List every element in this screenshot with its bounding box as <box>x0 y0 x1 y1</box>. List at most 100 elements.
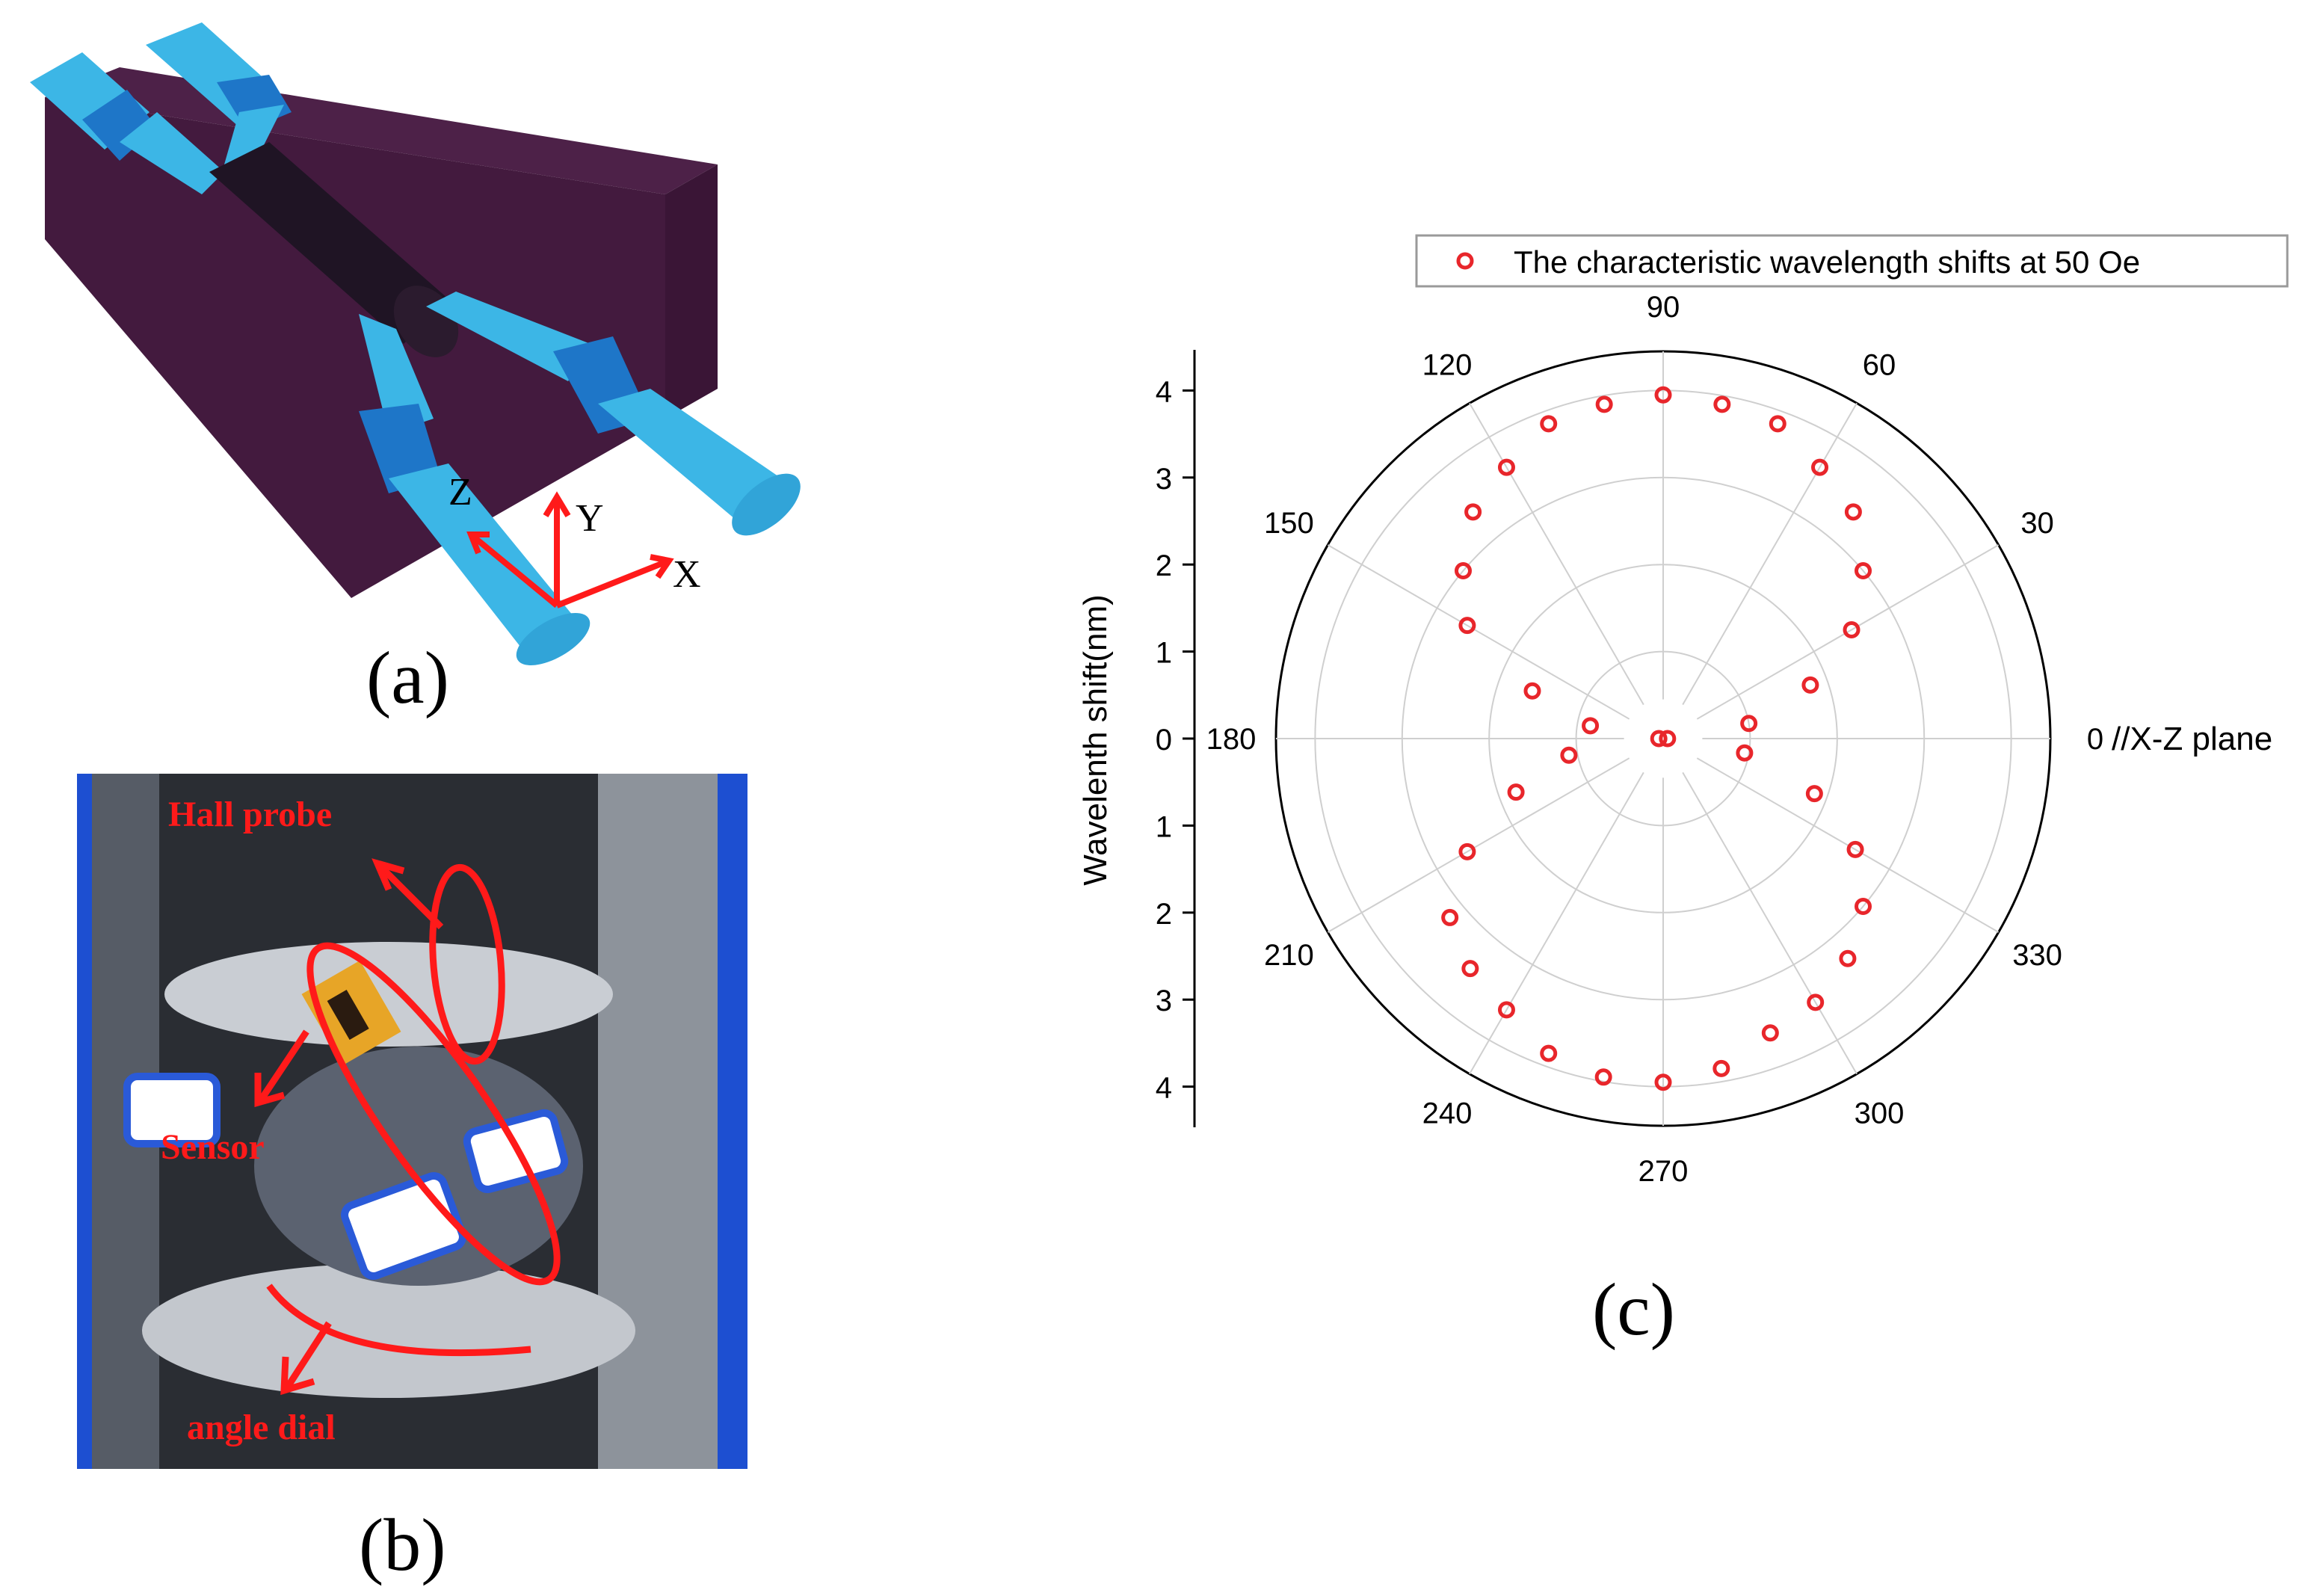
angular-tick-label-30: 30 <box>2020 507 2054 540</box>
sensor-annotation: Sensor <box>161 1127 265 1167</box>
radial-tick-label: 4 <box>1156 1072 1172 1105</box>
data-point-90 <box>1654 386 1672 404</box>
radial-tick-label: 4 <box>1156 375 1172 408</box>
y-axis-label: Wavelenth shift(nm) <box>1077 594 1114 886</box>
data-point-180 <box>1650 730 1668 748</box>
data-point-20 <box>1801 676 1819 694</box>
sensor-arrow <box>259 1029 309 1101</box>
grid-spoke <box>1327 544 1630 720</box>
data-point-30 <box>1843 620 1860 638</box>
data-point-140 <box>1454 562 1472 580</box>
grid-spoke <box>1469 402 1644 706</box>
fiber-front-left-taper <box>359 314 434 434</box>
data-point-110 <box>1540 415 1558 433</box>
angular-labels: 0 30 60 90 120 150 180 210 240 270 300 330 <box>1206 291 2104 1188</box>
axis-x-label: X <box>673 553 701 596</box>
legend-box <box>1415 234 2289 288</box>
sensor-ellipse <box>306 942 561 1286</box>
hall-probe-annotation: Hall probe <box>168 795 332 834</box>
grid-spoke <box>1469 771 1644 1075</box>
substrate-block-right <box>665 164 718 419</box>
angle-dial-arrow <box>285 1321 332 1389</box>
angular-tick-label-150: 150 <box>1264 507 1314 540</box>
axis-z-label: Z <box>448 471 472 514</box>
angular-tick-label-180: 180 <box>1206 723 1257 756</box>
glass-plate <box>254 1047 583 1286</box>
angular-tick-label-330: 330 <box>2012 939 2062 972</box>
fiber-front-right-body <box>598 389 792 523</box>
panel-c-chart: The characteristic wavelength shifts at … <box>1077 234 2289 1351</box>
radial-tick-label: 0 <box>1156 724 1172 757</box>
data-point-270 <box>1654 1073 1672 1091</box>
fiber-back-left-taper <box>120 112 224 194</box>
radial-tick-label: 3 <box>1156 463 1172 496</box>
data-point-60 <box>1811 458 1829 476</box>
data-point-240 <box>1497 1001 1515 1019</box>
blue-frame-left <box>77 774 92 1469</box>
data-points <box>1441 386 1872 1091</box>
data-point-340 <box>1805 785 1823 803</box>
radial-tick-label: 1 <box>1156 810 1172 843</box>
angular-tick-label-90: 90 <box>1647 291 1680 324</box>
data-point-250 <box>1540 1044 1558 1062</box>
grid-spoke <box>1682 402 1858 706</box>
panel-b-label: (b) <box>359 1503 446 1586</box>
data-point-100 <box>1595 395 1613 413</box>
axis-triad <box>466 491 674 608</box>
data-point-280 <box>1712 1059 1730 1077</box>
grid-spoke <box>1696 544 2000 720</box>
angle-dial-annotation: angle dial <box>187 1408 336 1447</box>
angle-dial-lower <box>142 1263 635 1398</box>
card-1 <box>123 1073 221 1147</box>
hall-probe-ellipse <box>429 863 505 1065</box>
coupler-tube <box>209 142 448 344</box>
grid-spoke <box>1696 757 2000 933</box>
data-point-260 <box>1594 1068 1612 1086</box>
panel-a-schematic: Z Y X (a) <box>30 22 801 719</box>
data-point-200 <box>1507 783 1525 801</box>
fiber-front-right-taper <box>426 292 591 381</box>
data-point-50 <box>1844 503 1862 521</box>
sensor-core <box>327 990 369 1040</box>
data-point-160 <box>1523 682 1541 700</box>
data-point-80 <box>1713 395 1731 413</box>
fiber-front-right-end <box>732 473 801 536</box>
angular-tick-label-300: 300 <box>1855 1097 1905 1130</box>
data-point-230 <box>1461 960 1479 978</box>
data-point-70 <box>1769 415 1786 433</box>
annotation-overlay <box>254 858 561 1396</box>
radial-tick-label: 3 <box>1156 985 1172 1017</box>
angular-tick-label-210: 210 <box>1264 939 1314 972</box>
grid-spoke <box>1327 757 1630 933</box>
data-point-330 <box>1846 840 1864 858</box>
data-point-40 <box>1855 562 1872 580</box>
angular-tick-label-120: 120 <box>1422 348 1473 381</box>
blue-frame-right <box>718 774 747 1469</box>
data-point-0 <box>1659 730 1677 748</box>
data-point-170 <box>1582 717 1600 735</box>
data-point-210 <box>1458 842 1476 860</box>
polar-grid <box>1274 350 2052 1127</box>
fiber-front-left-body <box>389 463 583 650</box>
data-point-350 <box>1736 744 1754 762</box>
grid-spoke <box>1682 771 1858 1075</box>
angular-tick-label-60: 60 <box>1863 348 1896 381</box>
legend-label: The characteristic wavelength shifts at … <box>1514 244 2140 280</box>
angular-tick-label-0: 0 <box>2087 723 2103 756</box>
data-point-130 <box>1464 503 1482 521</box>
data-point-290 <box>1761 1024 1779 1042</box>
panel-c-label: (c) <box>1592 1268 1675 1351</box>
fiber-back-right-taper <box>224 105 284 164</box>
data-point-220 <box>1441 908 1459 926</box>
hall-probe-arrow <box>378 864 444 930</box>
data-point-120 <box>1497 458 1515 476</box>
radial-tick-label: 2 <box>1156 549 1172 582</box>
legend-marker <box>1456 252 1474 270</box>
angular-tick-label-270: 270 <box>1638 1155 1689 1188</box>
angular-tick-label-240: 240 <box>1422 1097 1473 1130</box>
data-point-150 <box>1458 617 1476 635</box>
data-point-310 <box>1839 949 1857 967</box>
fiber-front-left-end <box>516 613 591 665</box>
